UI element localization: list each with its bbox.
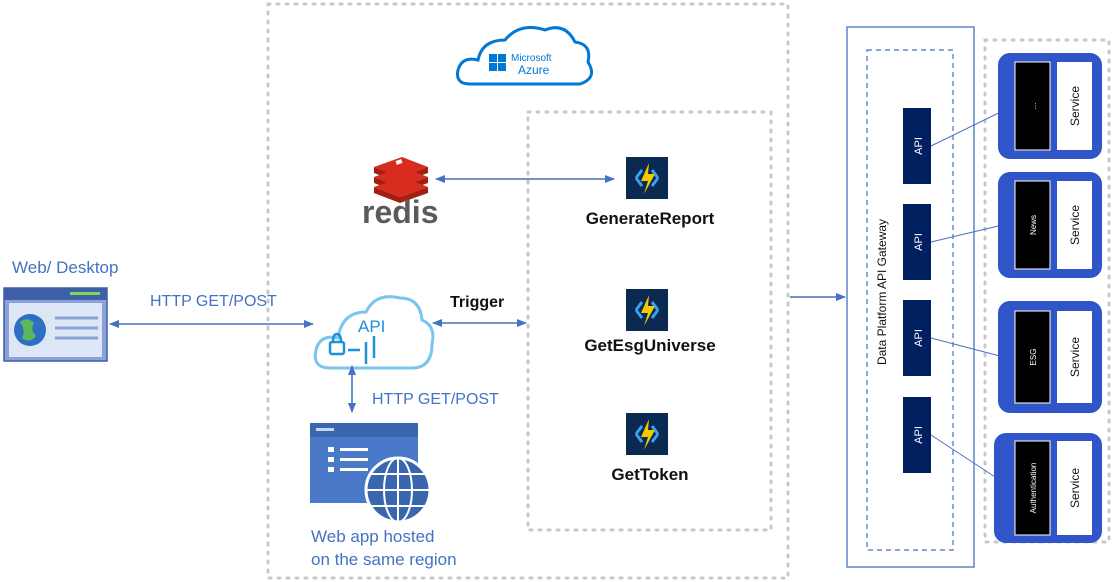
service-label: Service: [1068, 86, 1082, 126]
browser-window-icon: [3, 287, 108, 362]
api-management-cloud-icon: [313, 295, 435, 370]
gateway-inner-box: [866, 49, 954, 551]
services-boundary: [983, 38, 1111, 544]
client-label: Web/ Desktop: [12, 258, 119, 277]
webapp-label-line1: Web app hosted: [311, 527, 435, 546]
azure-boundary: [266, 2, 790, 580]
api-cloud-label: API: [358, 317, 385, 336]
service-name: News: [1029, 215, 1038, 235]
gateway-outer-box: [846, 26, 975, 568]
azure-logo-line1: Microsoft: [511, 53, 552, 64]
gateway-label: Data Platform API Gateway: [875, 219, 889, 365]
function-icon: [626, 157, 668, 199]
service-label: Service: [1068, 468, 1082, 508]
api-box: [903, 300, 931, 376]
api-box: [903, 397, 931, 473]
service-name: ...: [1029, 103, 1038, 110]
service-card: [998, 301, 1102, 413]
api-box-label: API: [913, 137, 925, 155]
api-box: [903, 204, 931, 280]
function-name-generatereport: GenerateReport: [585, 209, 715, 228]
api-box: [903, 108, 931, 184]
azure-logo-line2: Azure: [518, 63, 550, 77]
function-icon: [626, 413, 668, 455]
api-box-label: API: [913, 233, 925, 251]
api-box-label: API: [913, 426, 925, 444]
api-webapp-link-label: HTTP GET/POST: [372, 391, 499, 408]
api-box-label: API: [913, 329, 925, 347]
azure-cloud-icon: [456, 26, 594, 86]
webapp-label-line2: on the same region: [311, 550, 457, 569]
function-icon: [626, 289, 668, 331]
trigger-label: Trigger: [450, 294, 505, 311]
client-api-link-label: HTTP GET/POST: [150, 293, 277, 310]
redis-label: redis: [362, 194, 438, 230]
functions-boundary: [526, 110, 773, 532]
service-card: [998, 53, 1102, 159]
service-name: Authentication: [1029, 463, 1038, 514]
service-card: [994, 433, 1102, 543]
web-app-icon: [310, 423, 432, 524]
redis-logo-icon: [374, 157, 428, 203]
function-name-getesguniverse: GetEsgUniverse: [584, 336, 716, 355]
service-card: [998, 172, 1102, 278]
service-name: ESG: [1029, 349, 1038, 366]
service-label: Service: [1068, 205, 1082, 245]
service-label: Service: [1068, 337, 1082, 377]
function-name-gettoken: GetToken: [611, 465, 689, 484]
